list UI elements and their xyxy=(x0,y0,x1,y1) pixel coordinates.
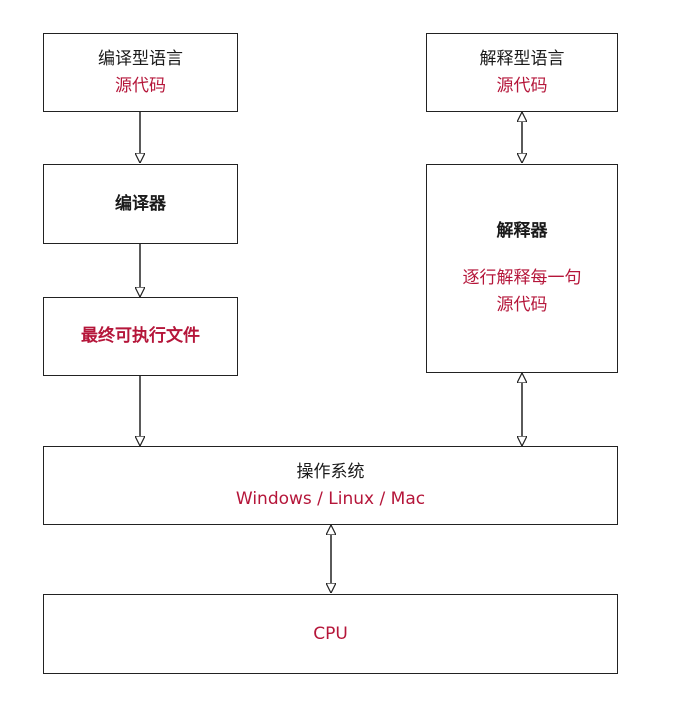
executable-box: 最终可执行文件 xyxy=(43,297,238,376)
compiler-title: 编译器 xyxy=(115,193,166,214)
compiled-language-subtitle: 源代码 xyxy=(115,75,166,96)
interpreted-language-title: 解释型语言 xyxy=(479,48,565,69)
interpreter-note-line1: 逐行解释每一句 xyxy=(462,268,582,288)
interpreter-box: 解释器 逐行解释每一句 源代码 xyxy=(426,164,618,373)
operating-system-subtitle: Windows / Linux / Mac xyxy=(235,488,426,509)
interpreted-language-subtitle: 源代码 xyxy=(496,75,548,96)
operating-system-title: 操作系统 xyxy=(296,461,365,482)
interpreter-note-line2: 源代码 xyxy=(496,295,548,315)
compiled-language-title: 编译型语言 xyxy=(98,48,183,69)
compiler-box: 编译器 xyxy=(43,164,238,244)
cpu-box: CPU xyxy=(43,594,618,674)
operating-system-box: 操作系统 Windows / Linux / Mac xyxy=(43,446,618,525)
executable-title: 最终可执行文件 xyxy=(81,326,200,346)
interpreter-title: 解释器 xyxy=(496,221,548,241)
interpreted-language-box: 解释型语言 源代码 xyxy=(426,33,618,112)
cpu-title: CPU xyxy=(313,623,348,644)
compiled-language-box: 编译型语言 源代码 xyxy=(43,33,238,112)
